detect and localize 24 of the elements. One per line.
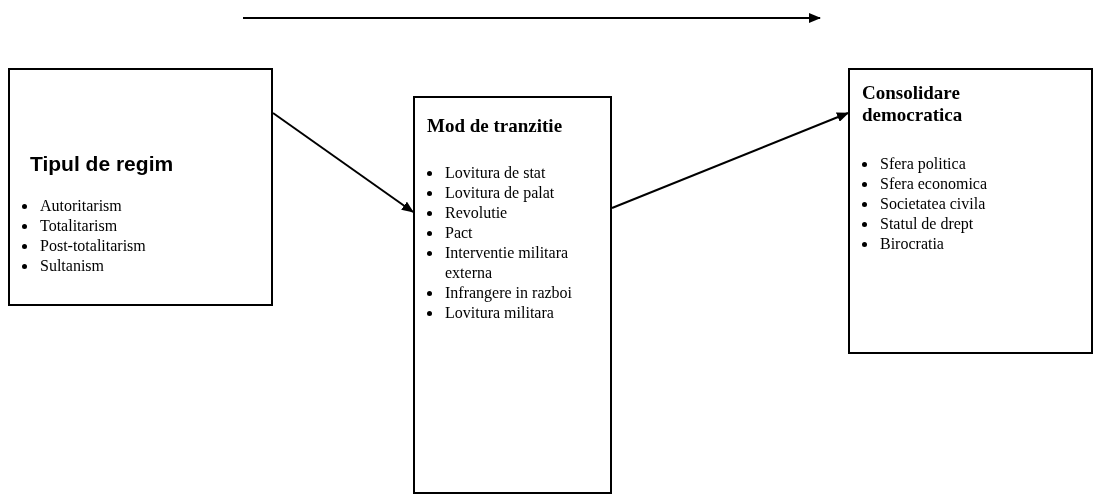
box-heading: Consolidare democratica xyxy=(862,82,964,126)
box-heading: Mod de tranzitie xyxy=(427,114,564,138)
text-box xyxy=(848,68,1093,354)
arrow xyxy=(611,112,849,209)
list-item: Interventie militara externa xyxy=(445,242,570,283)
list-item: Autoritarism xyxy=(40,195,122,216)
box-heading: Tipul de regim xyxy=(30,151,175,177)
text-box xyxy=(413,96,612,494)
list-item: Revolutie xyxy=(445,202,508,223)
list-item: Societatea civila xyxy=(880,194,986,214)
list-item: Totalitarism xyxy=(40,215,118,236)
list-item: Sultanism xyxy=(40,255,104,276)
list-item: Sfera politica xyxy=(880,154,966,174)
arrow xyxy=(272,112,414,213)
list-item: Lovitura militara xyxy=(445,302,554,323)
list-item: Infrangere in razboi xyxy=(445,282,573,303)
list-item: Lovitura de stat xyxy=(445,162,546,183)
list-item: Sfera economica xyxy=(880,174,988,194)
list-item: Pact xyxy=(445,222,473,243)
list-item: Lovitura de palat xyxy=(445,182,555,203)
list-item: Statul de drept xyxy=(880,214,974,234)
text-box xyxy=(8,68,273,306)
list-item: Post-totalitarism xyxy=(40,235,146,256)
list-item: Birocratia xyxy=(880,234,944,254)
